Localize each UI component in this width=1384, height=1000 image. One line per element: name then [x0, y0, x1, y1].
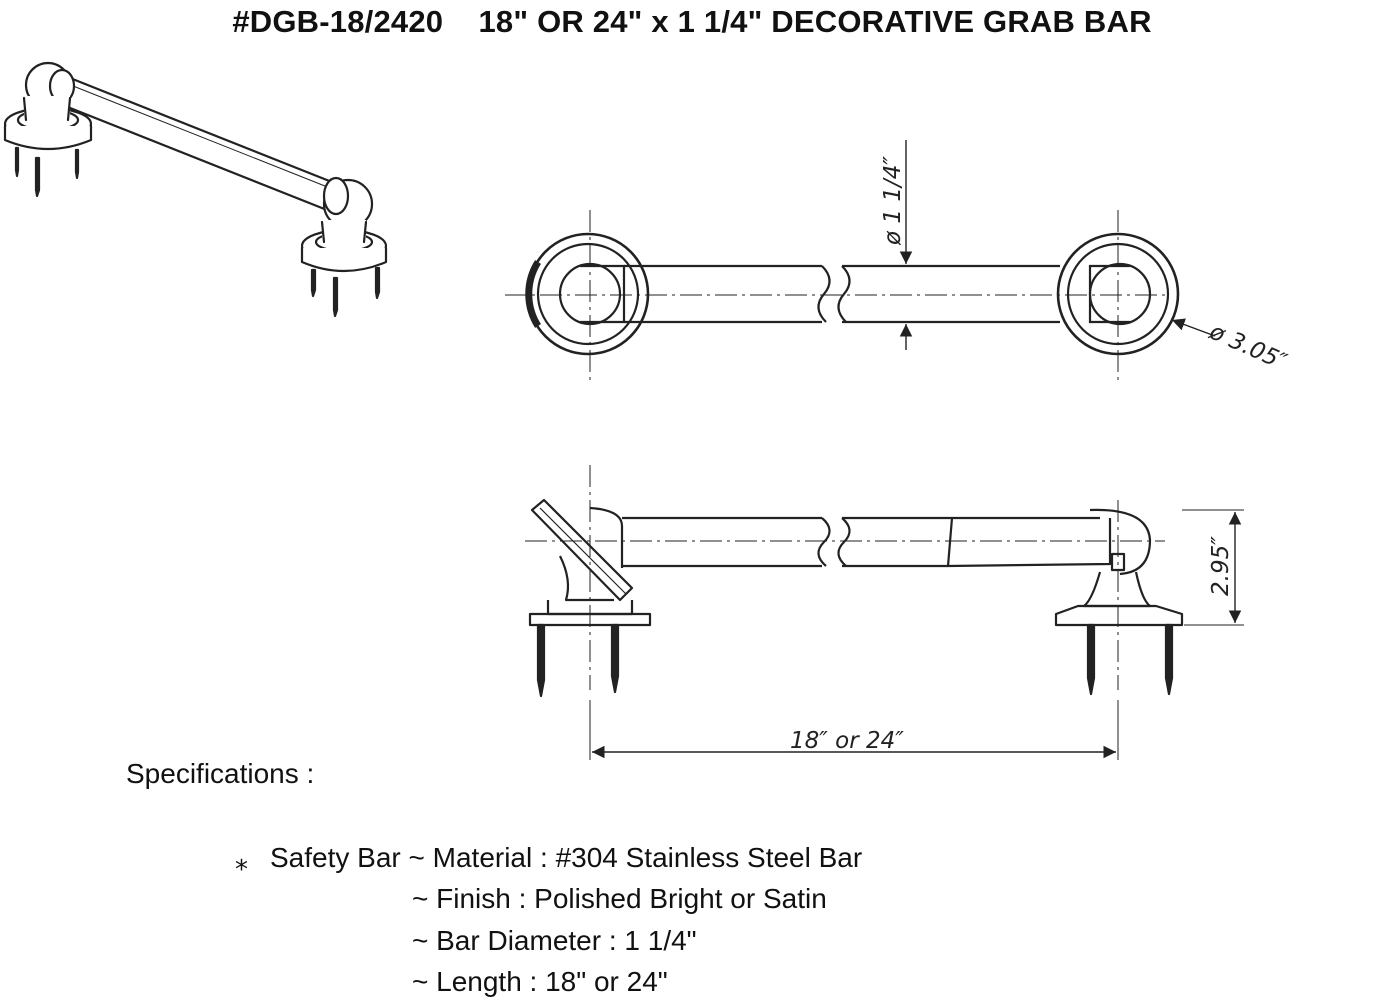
- asterisk-bullet-icon: ⁎: [235, 846, 248, 876]
- spec-material: Safety Bar ~ Material : #304 Stainless S…: [270, 842, 863, 873]
- top-view: [505, 140, 1216, 385]
- projection-label: 2.95″: [1208, 536, 1234, 596]
- isometric-view: [3, 61, 388, 318]
- drawing-title: #DGB-18/2420 18" OR 24" x 1 1/4" DECORAT…: [232, 4, 1152, 39]
- flange-diameter-label: ø 3.05″: [1205, 318, 1291, 375]
- length-label: 18″ or 24″: [790, 728, 904, 754]
- spec-bar-diameter: ~ Bar Diameter : 1 1/4": [412, 925, 697, 956]
- spec-length: ~ Length : 18" or 24": [412, 966, 668, 997]
- spec-finish: ~ Finish : Polished Bright or Satin: [412, 883, 827, 914]
- bar-diameter-label: ø 1 1/4″: [880, 156, 906, 246]
- side-view: [525, 465, 1244, 760]
- specifications-heading: Specifications :: [126, 758, 315, 789]
